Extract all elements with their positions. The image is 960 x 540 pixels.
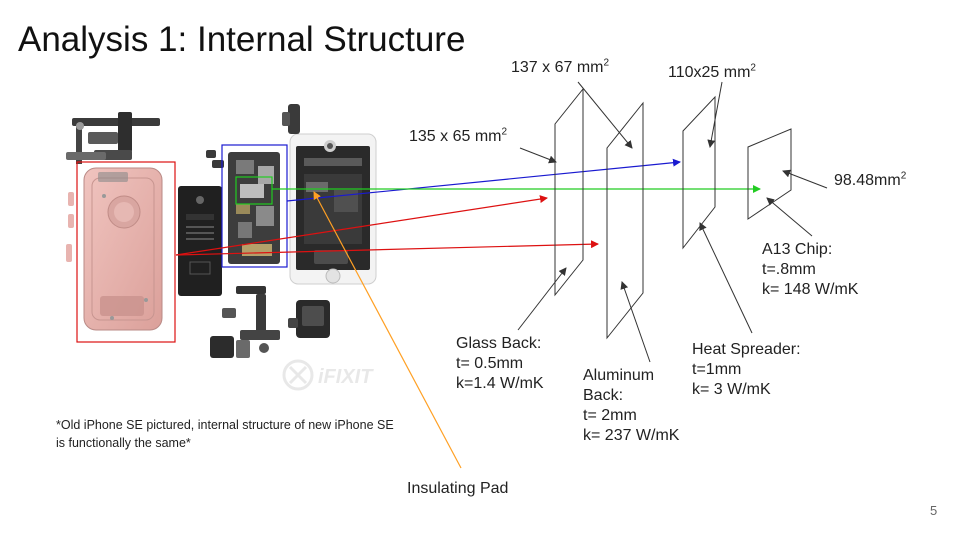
pointer-glass-label: [517, 267, 567, 331]
insulating-pad-label: Insulating Pad: [407, 480, 509, 497]
glass-back-highlight-box: [76, 161, 176, 343]
pointer-glass-area: [519, 147, 557, 164]
ifixit-watermark: iFIXIT: [282, 359, 374, 391]
heat-spreader-spec: Heat Spreader: t=1mm k= 3 W/mK: [692, 341, 801, 398]
pointer-aluminum-label: [620, 281, 651, 363]
pointer-spreader-area: [707, 81, 723, 148]
lightning-flex: [210, 286, 280, 358]
footnote: *Old iPhone SE pictured, internal struct…: [56, 418, 394, 450]
glass-area-exponent: 2: [501, 126, 508, 138]
pointer-aluminum-area: [577, 81, 633, 149]
heat-spreader-plane: [682, 95, 716, 250]
aluminum-area-value: 137 x 67 mm: [511, 59, 604, 76]
blue-arrow-to-spreader: [286, 158, 681, 202]
glass-area-label: 135 x 65 mm2: [409, 127, 507, 147]
pointer-spreader-label: [699, 222, 753, 334]
aluminum-area-label: 137 x 67 mm2: [511, 58, 609, 78]
chip-area-label: 98.48mm2: [834, 171, 906, 191]
aluminum-back-plane: [606, 101, 644, 340]
spreader-area-value: 110x25 mm: [668, 64, 751, 81]
top-flex-cable: [66, 112, 160, 164]
chip-area-value: 98.48mm: [834, 172, 901, 189]
aluminum-area-exponent: 2: [603, 57, 610, 69]
battery: [178, 186, 222, 296]
rear-case: [83, 167, 163, 331]
chip-highlight-box: [235, 176, 273, 205]
spreader-area-exponent: 2: [750, 62, 756, 74]
display-assembly: [282, 104, 377, 285]
pointer-chip-label: [766, 197, 813, 237]
spreader-area-label: 110x25 mm2: [668, 63, 756, 83]
aluminum-back-spec: Aluminum Back: t= 2mm k= 237 W/mK: [583, 367, 680, 444]
pointer-chip-area: [782, 169, 828, 189]
slide-title: Analysis 1: Internal Structure: [18, 20, 466, 59]
glass-back-spec: Glass Back: t= 0.5mm k=1.4 W/mK: [456, 335, 544, 392]
teardown-photo: iFIXIT: [66, 104, 377, 391]
page-number: 5: [930, 503, 938, 518]
glass-area-value: 135 x 65 mm: [409, 128, 502, 145]
red-arrow-to-aluminum: [175, 240, 599, 256]
speaker-module: [288, 300, 330, 338]
spreader-highlight-box: [221, 144, 288, 268]
glass-back-plane: [554, 87, 584, 297]
a13-chip-spec: A13 Chip: t=.8mm k= 148 W/mK: [762, 241, 859, 298]
orange-arrow-insulating-pad: [313, 191, 462, 469]
chip-area-exponent: 2: [900, 170, 907, 182]
svg-text:iFIXIT: iFIXIT: [318, 366, 374, 388]
chip-plane: [747, 128, 792, 220]
red-arrow-to-glass: [175, 195, 548, 256]
